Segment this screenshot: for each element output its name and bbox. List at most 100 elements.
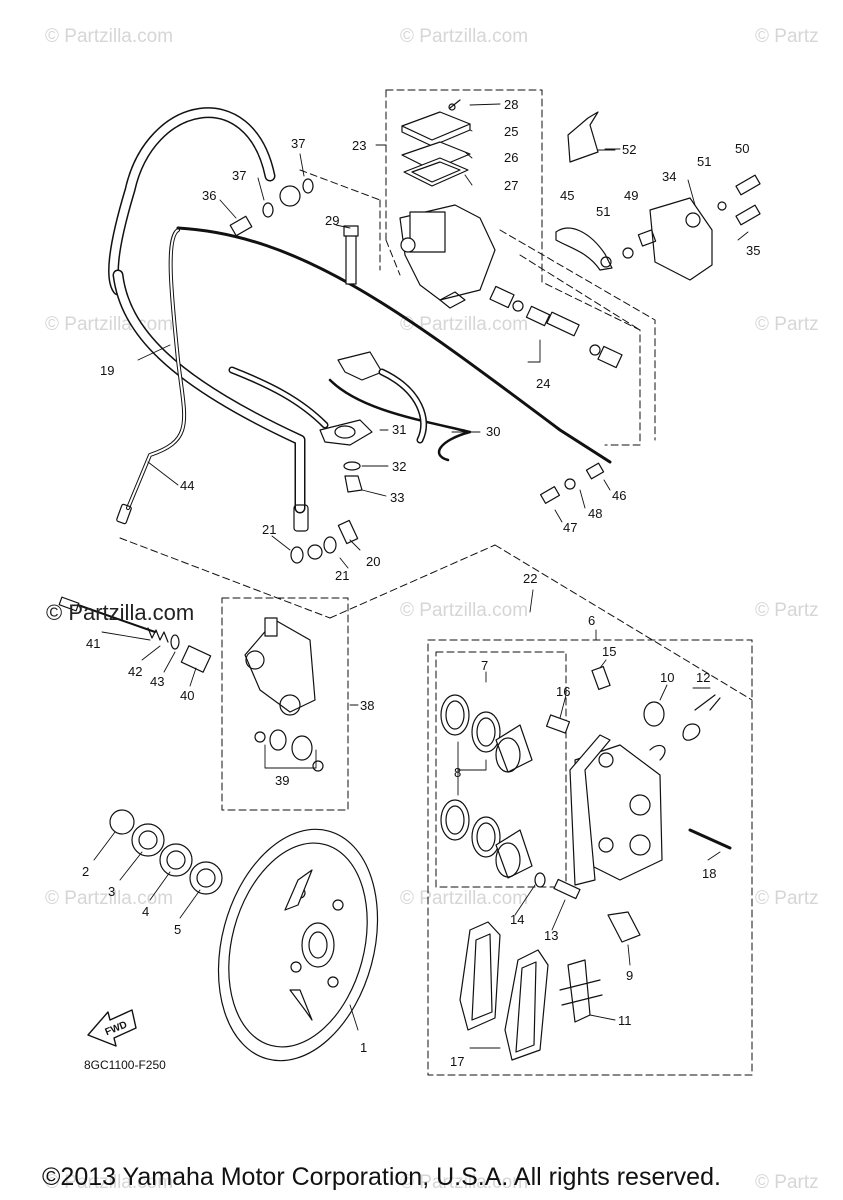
bleed-screw: [694, 694, 721, 711]
washer: [343, 461, 361, 471]
watermark: © Partzilla.com: [400, 888, 529, 909]
pin: [545, 714, 571, 734]
callout-18: 18: [702, 866, 716, 881]
callout-21a: 21: [262, 522, 276, 537]
callout-14: 14: [510, 912, 524, 927]
callout-43: 43: [150, 674, 164, 689]
watermark: © Partzilla.com: [400, 314, 529, 335]
sleeve: [180, 645, 212, 673]
washer: [189, 861, 223, 895]
bolt: [345, 231, 357, 285]
washer: [131, 823, 165, 857]
spring: [147, 627, 169, 643]
diagram-code: 8GC1100-F250: [84, 1058, 166, 1072]
reservoir-cap: [401, 111, 471, 141]
callout-48: 48: [588, 506, 602, 521]
watermark-strong: © Partzilla.com: [46, 600, 195, 625]
callout-33: 33: [390, 490, 404, 505]
lever: [555, 227, 613, 271]
callout-37a: 37: [232, 168, 246, 183]
watermark: © Partzilla.com: [45, 888, 174, 909]
callout-17: 17: [450, 1054, 464, 1069]
decal: [567, 111, 599, 163]
callout-19: 19: [100, 363, 114, 378]
watermark: © Partz: [755, 600, 819, 621]
copyright-notice: ©2013 Yamaha Motor Corporation, U.S.A. A…: [42, 1163, 721, 1191]
seal-ring: [440, 694, 470, 736]
callout-28: 28: [504, 97, 518, 112]
clutch-cable: [176, 226, 612, 464]
watermark: © Partz: [755, 1172, 819, 1193]
diaphragm: [403, 157, 469, 187]
callout-15: 15: [602, 644, 616, 659]
callout-30: 30: [486, 424, 500, 439]
washer: [159, 843, 193, 877]
spring-clip: [649, 745, 666, 761]
brake-hose: [108, 107, 276, 296]
union-bolt: [229, 215, 253, 237]
caliper-piston: [495, 829, 533, 879]
union-bolt: [337, 519, 359, 545]
callout-26: 26: [504, 150, 518, 165]
callout-29: 29: [325, 213, 339, 228]
caliper-piston: [495, 724, 533, 773]
callout-20: 20: [366, 554, 380, 569]
callout-16: 16: [556, 684, 570, 699]
group-box-caliper-assy: [427, 639, 753, 1076]
callout-22: 22: [523, 571, 537, 586]
callout-46: 46: [612, 488, 626, 503]
callout-50: 50: [735, 141, 749, 156]
callout-44: 44: [180, 478, 194, 493]
watermark: © Partzilla.com: [400, 600, 529, 621]
callout-41: 41: [86, 636, 100, 651]
callout-38: 38: [360, 698, 374, 713]
watermark: © Partz: [755, 26, 819, 47]
callout-40: 40: [180, 688, 194, 703]
watermark: © Partz: [755, 314, 819, 335]
group-box-master-cylinder: [385, 89, 641, 446]
callout-49: 49: [624, 188, 638, 203]
rear-caliper: [244, 619, 316, 713]
callout-24: 24: [536, 376, 550, 391]
callout-3: 3: [108, 884, 115, 899]
callout-35: 35: [746, 243, 760, 258]
watermark: © Partzilla.com: [45, 26, 174, 47]
callout-21b: 21: [335, 568, 349, 583]
group-box-seal-kit: [435, 651, 567, 888]
callout-45: 45: [560, 188, 574, 203]
lever-holder: [319, 419, 373, 446]
pad-spring: [567, 959, 591, 1023]
group-box-rear-caliper: [221, 597, 349, 811]
callout-36: 36: [202, 188, 216, 203]
callout-12: 12: [696, 670, 710, 685]
bolt: [585, 462, 605, 480]
callout-34: 34: [662, 169, 676, 184]
group-box-piston-kit: [499, 229, 656, 441]
callout-32: 32: [392, 459, 406, 474]
callout-23: 23: [352, 138, 366, 153]
brake-disc: [217, 828, 379, 1062]
callout-39: 39: [275, 773, 289, 788]
callout-47: 47: [563, 520, 577, 535]
callout-11: 11: [618, 1013, 632, 1028]
watermark: © Partzilla.com: [400, 26, 529, 47]
washer: [290, 546, 304, 564]
watermark: © Partzilla.com: [45, 1172, 174, 1193]
cap: [643, 701, 665, 727]
piston-kit: [489, 285, 623, 369]
callout-42: 42: [128, 664, 142, 679]
circlip: [109, 809, 135, 835]
callout-27: 27: [504, 178, 518, 193]
callout-9: 9: [626, 968, 633, 983]
brake-lever-holder: [337, 351, 383, 381]
pin: [553, 878, 581, 900]
callout-7: 7: [481, 658, 488, 673]
callout-51b: 51: [697, 154, 711, 169]
callout-2: 2: [82, 864, 89, 879]
callout-37b: 37: [291, 136, 305, 151]
brake-pad: [504, 949, 549, 1061]
callout-31: 31: [392, 422, 406, 437]
callout-5: 5: [174, 922, 181, 937]
callout-25: 25: [504, 124, 518, 139]
